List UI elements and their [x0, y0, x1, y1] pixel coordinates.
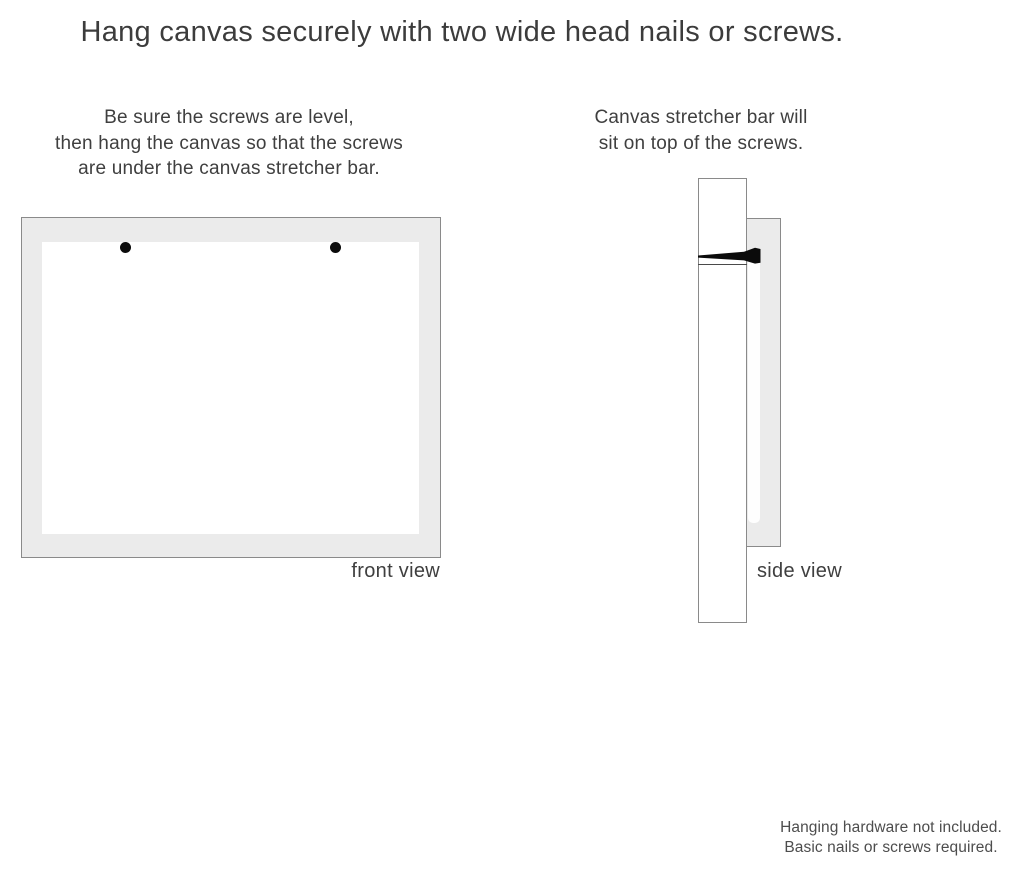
left-nail-head-icon [120, 242, 131, 253]
hardware-note-line-1: Hanging hardware not included. [780, 819, 1002, 836]
front-instruction-line-3: are under the canvas stretcher bar. [78, 158, 380, 179]
side-instruction-line-1: Canvas stretcher bar will [594, 107, 808, 128]
front-view-instructions: Be sure the screws are level, then hang … [18, 105, 440, 182]
nail-level-line [698, 264, 747, 265]
front-instruction-line-1: Be sure the screws are level, [104, 107, 354, 128]
side-instruction-line-2: sit on top of the screws. [598, 132, 804, 154]
side-view-instructions: Canvas stretcher bar will sit on top of … [560, 105, 842, 156]
hardware-note-line-2: Basic nails or screws required. [784, 839, 998, 856]
front-view-canvas-frame [21, 217, 441, 558]
nail-icon [698, 247, 761, 264]
side-view-canvas-inner-highlight [748, 257, 760, 523]
page-title: Hang canvas securely with two wide head … [80, 16, 844, 48]
front-instruction-line-2: then hang the canvas so that the screws [55, 132, 403, 154]
side-view-label: side view [757, 560, 842, 582]
side-view-wall-bar [698, 178, 747, 623]
front-view-label: front view [351, 560, 440, 582]
right-nail-head-icon [330, 242, 341, 253]
front-view-canvas-face [42, 242, 419, 534]
hardware-note: Hanging hardware not included. Basic nai… [741, 818, 1024, 858]
